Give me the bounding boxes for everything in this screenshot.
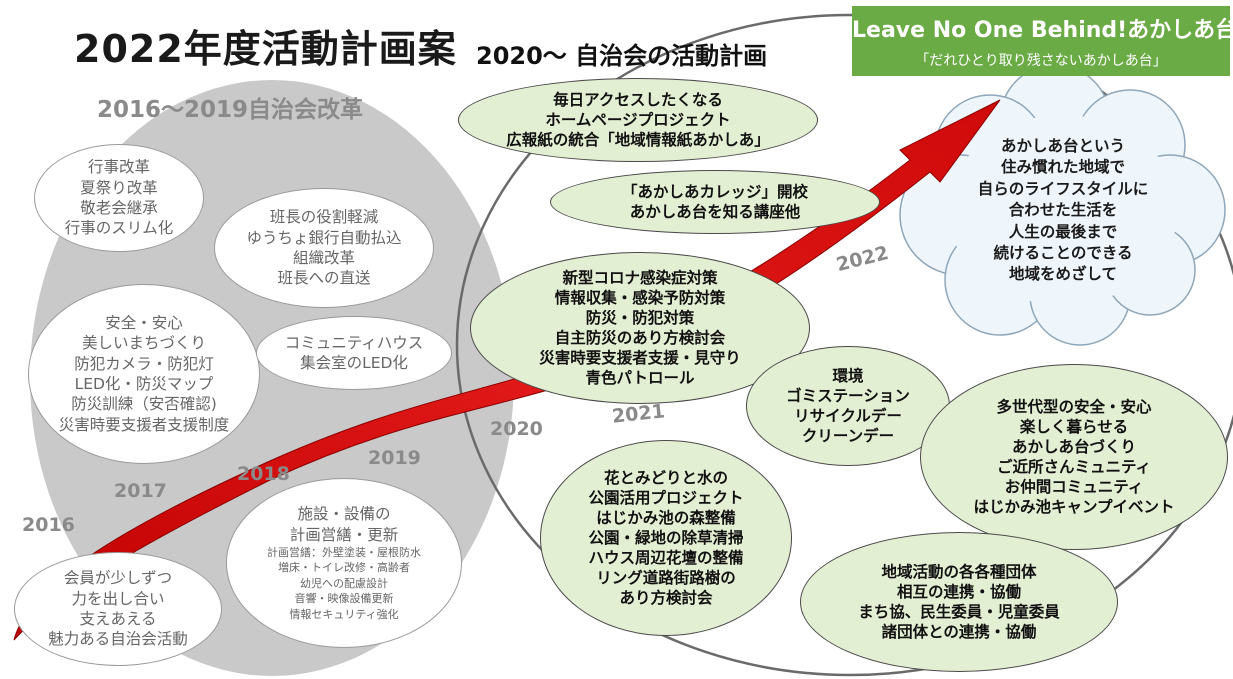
plan-era-circle: [455, 13, 1233, 677]
leader-reform-bubble: 班長の役割軽減 ゆうちょ銀行自動払込 組織改革 班長への直送: [214, 188, 434, 308]
local-groups-bubble: 地域活動の各各種団体 相互の連携・協働 まち協、民生委員・児童委員 諸団体との連…: [800, 532, 1118, 672]
slogan-banner: Leave No One Behind!あかしあ台 「だれひとり取り残さないあか…: [852, 6, 1233, 76]
college-bubble: 「あかしあカレッジ」開校 あかしあ台を知る講座他: [550, 170, 880, 234]
vision-text: あかしあ台という 住み慣れた地域で 自らのライフスタイルに 合わせた生活を 人生…: [977, 137, 1149, 284]
members-bubble: 会員が少しずつ 力を出し合い 支えあえる 魅力ある自治会活動: [14, 552, 222, 666]
events-reform-bubble: 行事改革 夏祭り改革 敬老会継承 行事のスリム化: [34, 144, 204, 252]
growth-arrow: [13, 99, 1001, 641]
year-2018-label: 2018: [237, 463, 290, 485]
multigeneration-bubble: 多世代型の安全・安心 楽しく暮らせる あかしあ台づくり ご近所さんミュニティ お…: [920, 364, 1228, 550]
reform-era-label: 2016〜2019自治会改革: [97, 97, 364, 123]
year-2019-label: 2019: [368, 447, 421, 469]
community-house-bubble: コミュニティハウス 集会室のLED化: [256, 316, 452, 390]
environment-bubble: 環境 ゴミステーション リサイクルデー クリーンデー: [746, 346, 950, 466]
vision-cloud: [899, 64, 1226, 346]
facility-bubble: 施設・設備の 計画営繕・更新 計画営繕：外壁塗装・屋根防水 増床・トイレ改修・高…: [226, 478, 462, 648]
safety-bubble: 安全・安心 美しいまちづくり 防犯カメラ・防犯灯 LED化・防災マップ 防災訓練…: [28, 284, 260, 464]
slogan-japanese: 「だれひとり取り残さないあかしあ台」: [915, 53, 1167, 69]
page-title: 2022年度活動計画案: [74, 27, 457, 71]
year-2017-label: 2017: [114, 480, 167, 502]
year-2020-label: 2020: [490, 418, 543, 440]
park-project-bubble: 花とみどりと水の 公園活用プロジェクト はじかみ池の森整備 公園・緑地の除草清掃…: [540, 440, 792, 636]
plan-subtitle: 2020〜 自治会の活動計画: [476, 42, 768, 70]
slogan-english: Leave No One Behind!あかしあ台: [852, 18, 1233, 43]
homepage-project-bubble: 毎日アクセスしたくなる ホームページプロジェクト 広報紙の統合「地域情報紙あかし…: [458, 78, 818, 162]
covid-measures-bubble: 新型コロナ感染症対策 情報収集・感染予防対策 防災・防犯対策 自主防災のあり方検…: [470, 252, 810, 404]
year-2016-label: 2016: [22, 514, 75, 536]
